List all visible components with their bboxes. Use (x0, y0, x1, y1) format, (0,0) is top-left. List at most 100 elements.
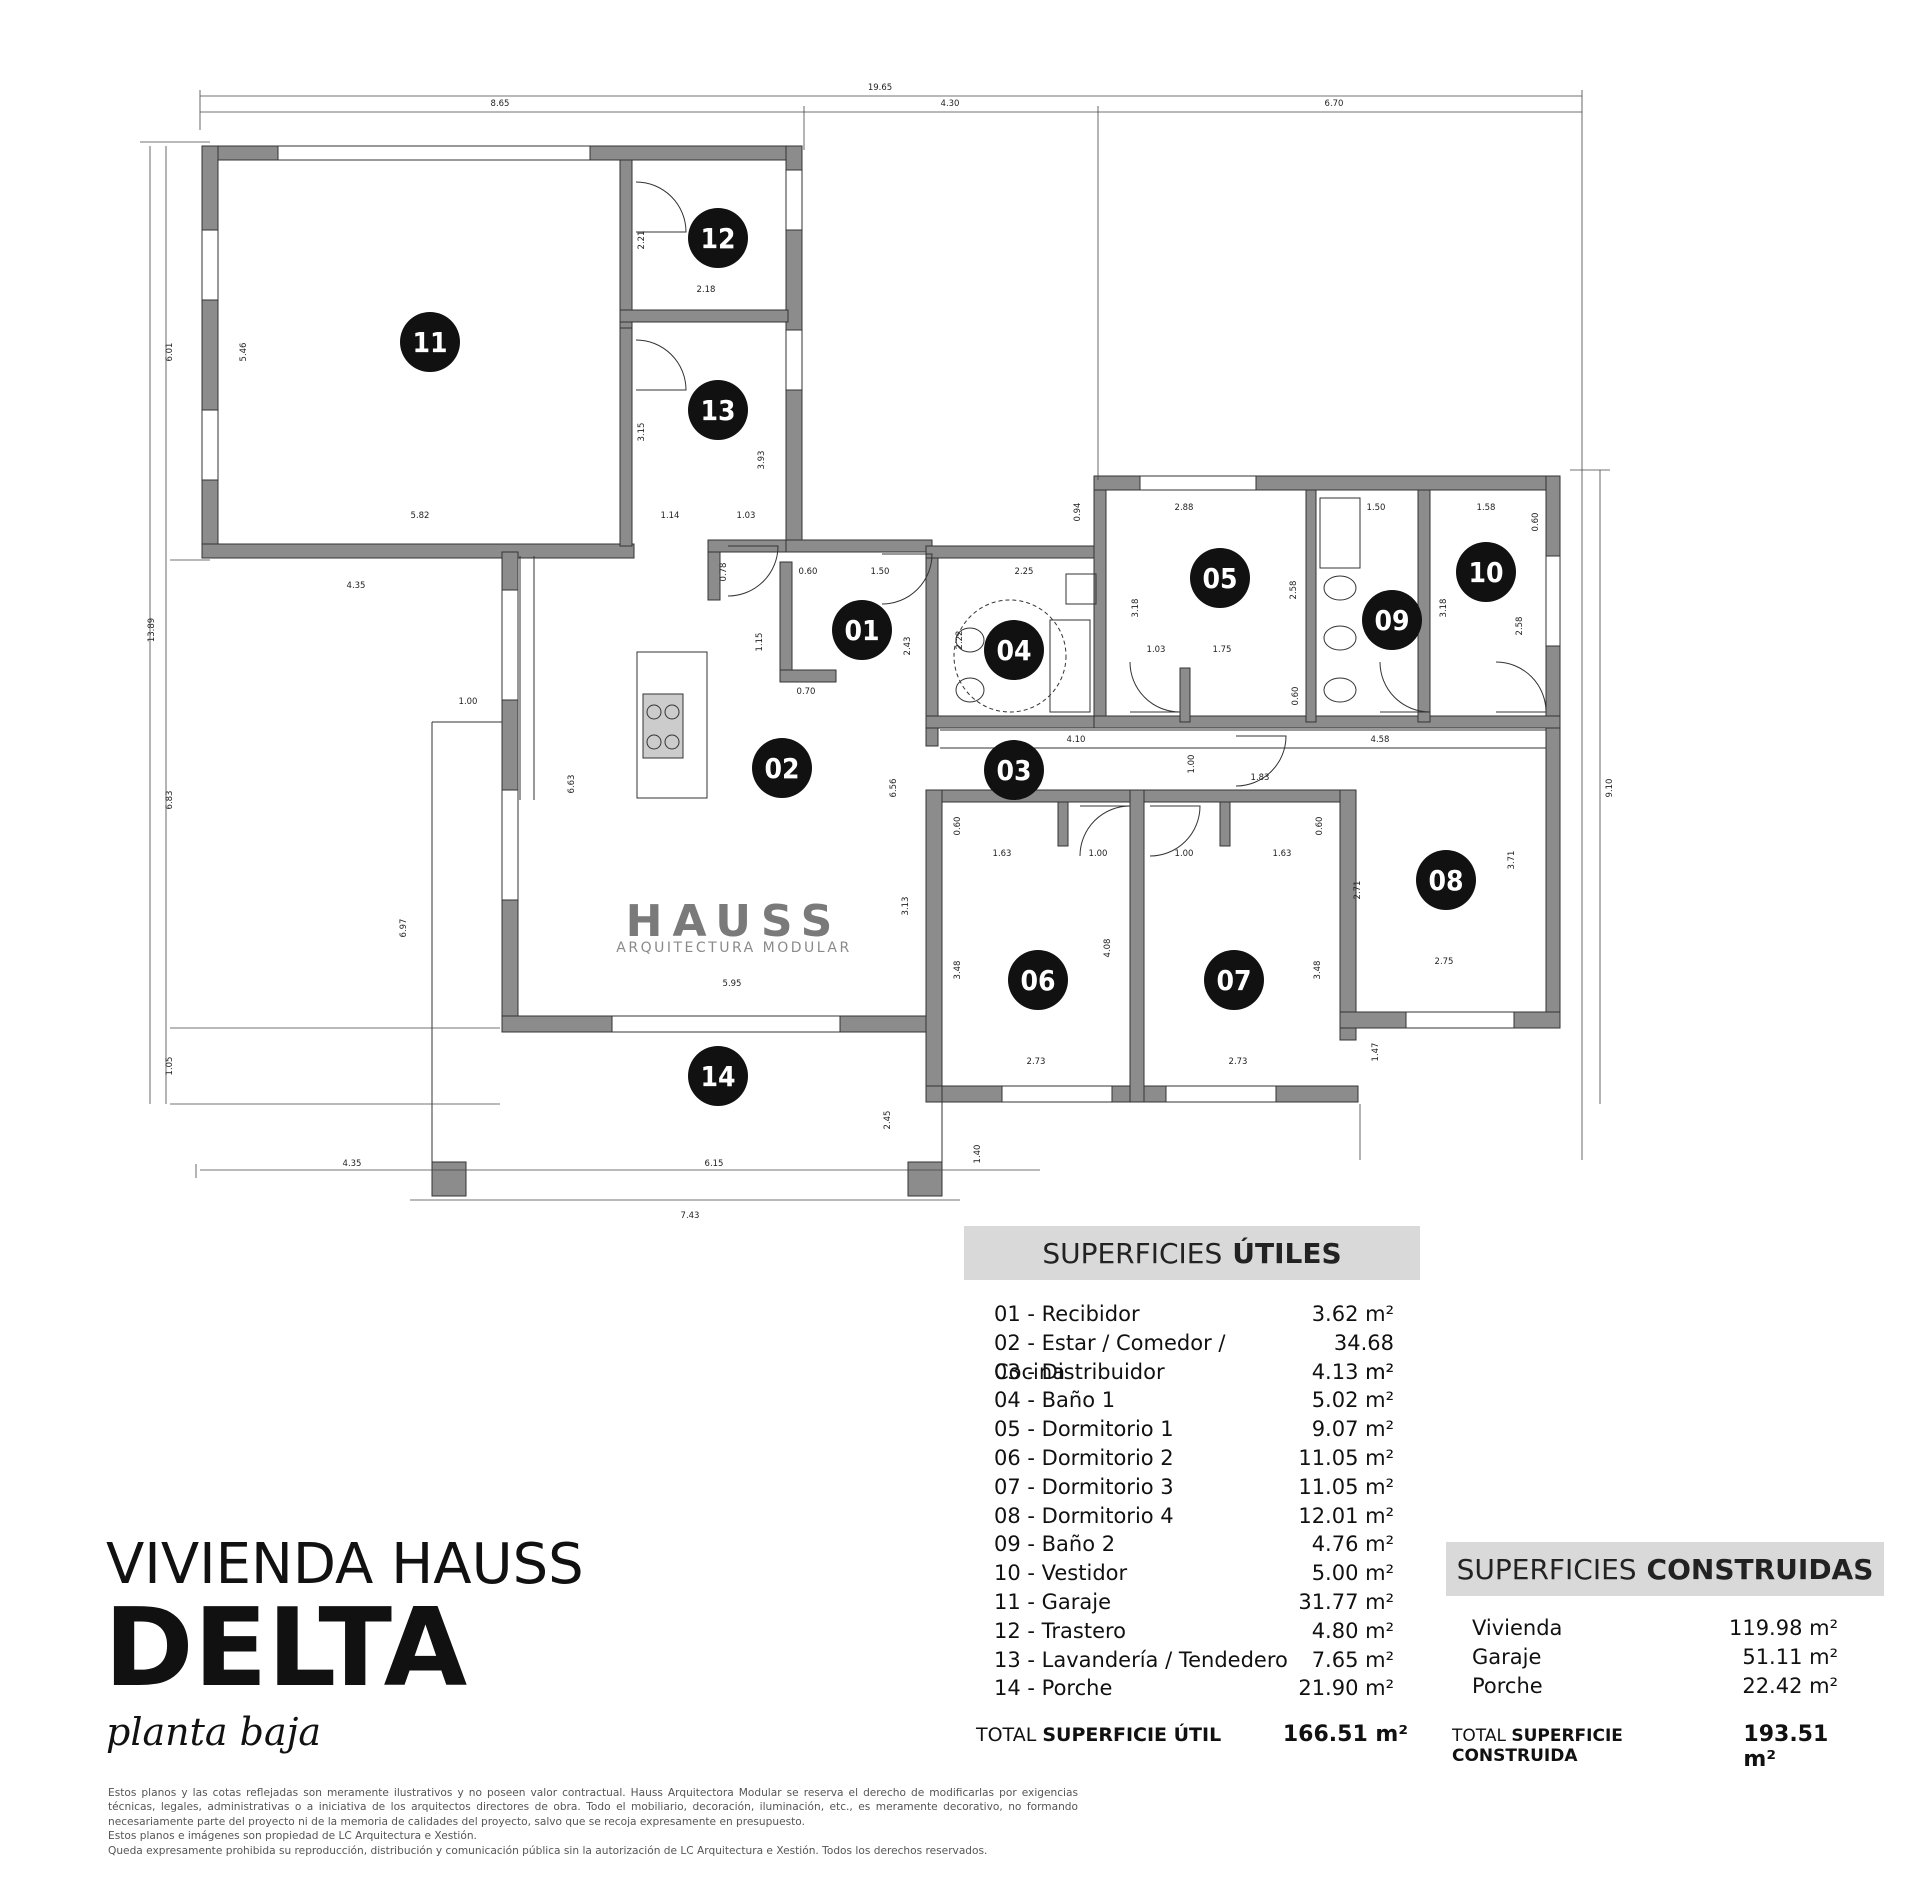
construidas-header-bold: CONSTRUIDAS (1646, 1552, 1874, 1586)
disclaimer: Estos planos y las cotas reflejadas son … (108, 1786, 1078, 1858)
row-label: 13 - Lavandería / Tendedero (994, 1647, 1288, 1672)
title-line-2: DELTA (104, 1586, 468, 1711)
dim-label: 1.00 (1187, 755, 1197, 774)
logo-tagline: ARQUITECTURA MODULAR (616, 940, 851, 956)
disclaimer-paragraph: Estos planos e imágenes son propiedad de… (108, 1830, 477, 1843)
svg-text:08: 08 (1428, 864, 1463, 897)
dim-label: 1.14 (661, 511, 680, 521)
dim-label: 2.71 (1353, 881, 1363, 900)
dim-label: 4.58 (1371, 735, 1390, 745)
table-row: 04 - Baño 1 5.02 m² (994, 1386, 1394, 1415)
row-value: 34.68 m² (1333, 1330, 1394, 1384)
dim-label: 2.45 (883, 1111, 893, 1130)
row-value: 119.98 m² (1728, 1616, 1838, 1640)
dim-label: 1.63 (993, 849, 1012, 859)
dim-label: 6.56 (889, 779, 899, 798)
dim-label: 19.65 (868, 83, 892, 93)
dim-label: 9.10 (1605, 779, 1615, 798)
row-label: Vivienda (1472, 1616, 1563, 1640)
interior-lines (431, 497, 1546, 1162)
walls (201, 145, 1561, 1197)
row-value: 5.02 m² (1311, 1388, 1394, 1413)
dim-label: 2.73 (1229, 1057, 1248, 1067)
utiles-header-normal: SUPERFICIES (1042, 1236, 1223, 1270)
dim-label: 2.22 (955, 631, 965, 650)
row-value: 7.65 m² (1311, 1647, 1394, 1672)
row-label: 06 - Dormitorio 2 (994, 1445, 1174, 1470)
dim-label: 1.47 (1371, 1043, 1381, 1062)
dim-label: 3.15 (637, 423, 647, 442)
svg-text:09: 09 (1374, 604, 1409, 637)
dimension-lines (140, 90, 1610, 1201)
svg-text:12: 12 (700, 222, 735, 255)
row-label: 04 - Baño 1 (994, 1388, 1116, 1413)
dim-label: 1.00 (1175, 849, 1194, 859)
dim-label: 3.48 (1313, 961, 1323, 980)
dim-label: 2.58 (1289, 581, 1299, 600)
dim-label: 6.01 (165, 343, 175, 362)
dim-label: 0.60 (1315, 817, 1325, 836)
table-row: Vivienda 119.98 m² (1472, 1614, 1838, 1643)
dim-label: 5.82 (411, 511, 430, 521)
svg-text:04: 04 (996, 634, 1031, 667)
utiles-total: TOTAL SUPERFICIE ÚTIL 166.51 m² (976, 1722, 1408, 1747)
row-label: 03 - Distribuidor (994, 1359, 1165, 1384)
dim-label: 3.93 (757, 451, 767, 470)
dim-label: 1.03 (1147, 645, 1166, 655)
row-label: Garaje (1472, 1644, 1542, 1669)
dim-label: 1.63 (1273, 849, 1292, 859)
svg-text:02: 02 (764, 752, 799, 785)
disclaimer-paragraph: Queda expresamente prohibida su reproduc… (108, 1844, 988, 1857)
dimension-labels: 19.65 8.65 4.30 6.70 6.01 13.89 6.83 1.0… (147, 83, 1615, 1221)
room-marker-01: 01 (832, 600, 892, 660)
disclaimer-paragraph: Estos planos y las cotas reflejadas son … (108, 1787, 1078, 1828)
dim-label: 3.48 (953, 961, 963, 980)
row-label: 09 - Baño 2 (994, 1532, 1116, 1557)
room-marker-10: 10 (1456, 542, 1516, 602)
dim-label: 3.71 (1507, 851, 1517, 870)
row-label: 14 - Porche (994, 1676, 1113, 1701)
row-value: 9.07 m² (1311, 1417, 1394, 1442)
room-marker-07: 07 (1204, 950, 1264, 1010)
room-marker-06: 06 (1008, 950, 1068, 1010)
dim-label: 4.35 (343, 1159, 362, 1169)
room-marker-11: 11 (400, 312, 460, 372)
dim-label: 4.35 (347, 581, 366, 591)
svg-text:14: 14 (700, 1060, 735, 1093)
table-row: Garaje 51.11 m² (1472, 1643, 1838, 1672)
dim-label: 0.60 (1531, 513, 1541, 532)
row-value: 51.11 m² (1742, 1644, 1838, 1669)
room-marker-05: 05 (1190, 548, 1250, 608)
utiles-header-bold: ÚTILES (1232, 1236, 1342, 1270)
row-value: 11.05 m² (1298, 1445, 1394, 1470)
dim-label: 1.00 (1089, 849, 1108, 859)
row-value: 5.00 m² (1311, 1561, 1394, 1586)
construidas-total-value: 193.51 m² (1743, 1722, 1829, 1772)
dim-label: 1.75 (1213, 645, 1232, 655)
dim-label: 6.83 (165, 791, 175, 810)
dim-label: 0.78 (719, 563, 729, 582)
row-value: 3.62 m² (1311, 1302, 1394, 1326)
title-line-1: VIVIENDA HAUSS (106, 1532, 584, 1597)
construidas-total: TOTAL SUPERFICIE CONSTRUIDA 193.51 m² (1452, 1722, 1864, 1772)
dim-label: 0.60 (1291, 687, 1301, 706)
dim-label: 3.18 (1131, 599, 1141, 618)
room-marker-03: 03 (984, 740, 1044, 800)
dim-label: 5.46 (239, 343, 249, 362)
row-value: 21.90 m² (1298, 1676, 1394, 1701)
hauss-logo: HAUSS ARQUITECTURA MODULAR (616, 896, 851, 956)
svg-text:06: 06 (1020, 964, 1055, 997)
room-marker-13: 13 (688, 380, 748, 440)
dim-label: 2.58 (1515, 617, 1525, 636)
svg-text:10: 10 (1468, 556, 1503, 589)
dim-label: 6.70 (1325, 99, 1344, 109)
dim-label: 0.60 (953, 817, 963, 836)
